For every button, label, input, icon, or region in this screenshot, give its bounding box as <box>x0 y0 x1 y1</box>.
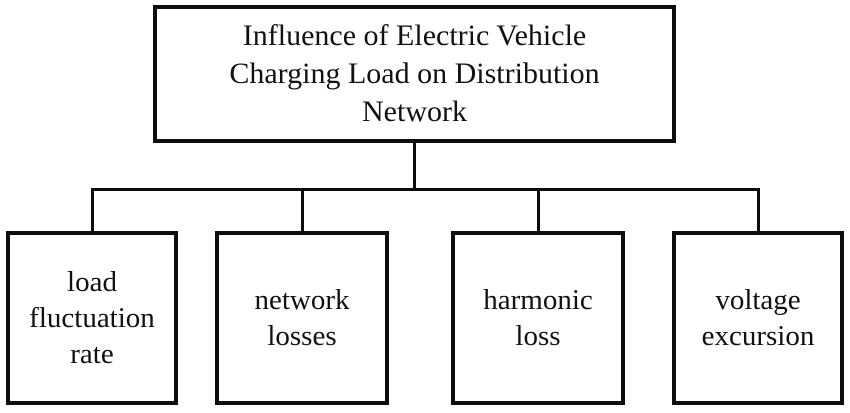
child-node-label: network losses <box>254 283 350 352</box>
child-node-voltage-excursion: voltage excursion <box>672 231 844 405</box>
connector-drop-harmonic-loss <box>537 188 540 231</box>
child-node-label: harmonic loss <box>483 283 593 352</box>
connector-stem <box>413 143 416 191</box>
child-node-network-losses: network losses <box>215 231 389 405</box>
connector-bus <box>91 188 759 191</box>
child-node-label: voltage excursion <box>701 283 815 352</box>
child-node-label: load fluctuation rate <box>29 265 155 371</box>
connector-drop-voltage-excursion <box>757 188 760 231</box>
root-node: Influence of Electric Vehicle Charging L… <box>153 5 676 143</box>
child-node-harmonic-loss: harmonic loss <box>451 231 625 405</box>
child-node-load-fluctuation-rate: load fluctuation rate <box>6 231 178 405</box>
connector-drop-load-fluctuation-rate <box>91 188 94 231</box>
root-node-label: Influence of Electric Vehicle Charging L… <box>229 19 600 128</box>
connector-drop-network-losses <box>301 188 304 231</box>
